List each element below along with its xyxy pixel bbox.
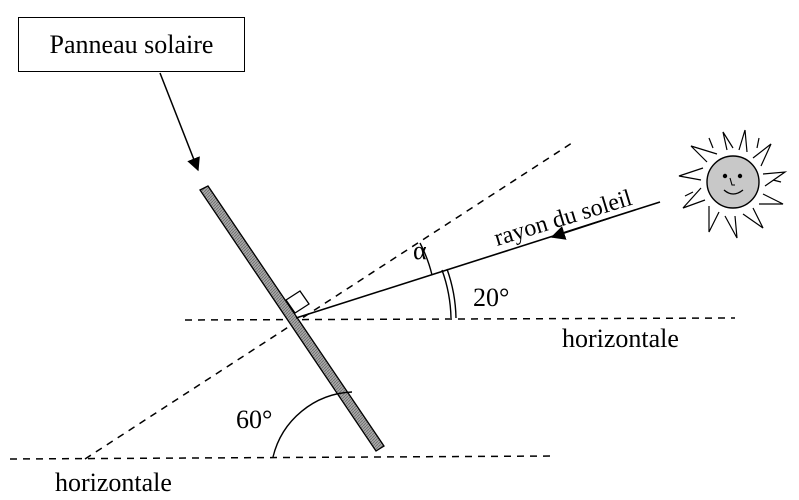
horizontal-line-bottom [9, 455, 556, 460]
panel-normal-line [84, 140, 576, 460]
solar-panel [199, 185, 385, 452]
horizontal-label-bottom: horizontale [55, 468, 172, 497]
sun-ray-arrow [550, 217, 611, 240]
panel-label-box: Panneau solaire [18, 17, 245, 72]
panel-pointer-arrow [159, 72, 200, 172]
horizontal-line-center [184, 317, 736, 321]
ray-label: rayon du soleil [491, 185, 635, 252]
angle-20-arc-outer [446, 268, 457, 319]
sun-icon [678, 129, 788, 239]
right-angle-marker [285, 290, 310, 314]
alpha-angle-arc [419, 242, 433, 276]
angle-20-label: 20° [473, 283, 509, 312]
angle-60-label: 60° [236, 405, 272, 434]
alpha-label: α [413, 236, 427, 265]
angle-20-arc-inner [441, 269, 452, 319]
panel-label: Panneau solaire [49, 29, 214, 59]
horizontal-label-right: horizontale [562, 324, 679, 353]
angle-60-arc [272, 391, 353, 458]
